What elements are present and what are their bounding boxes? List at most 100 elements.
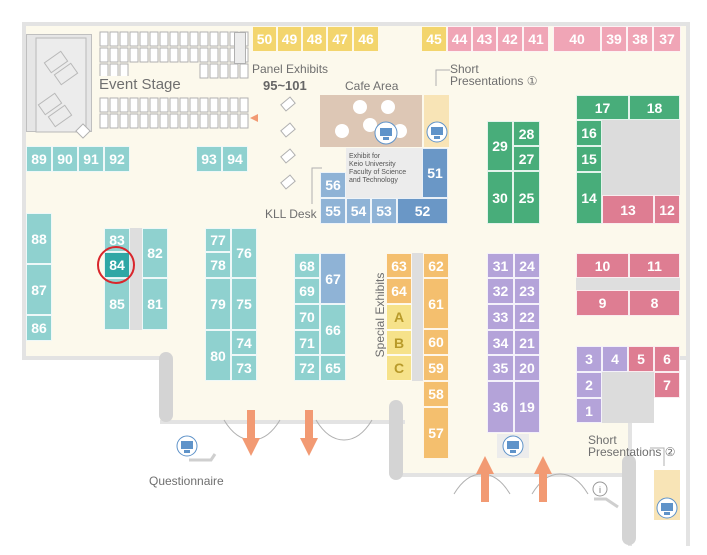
lower-corridor [160,356,405,424]
booth-36[interactable]: 36 [487,381,514,433]
booth-78[interactable]: 78 [205,252,231,278]
booth-12[interactable]: 12 [654,195,680,224]
booth-66[interactable]: 66 [320,304,346,355]
booth-54[interactable]: 54 [346,198,371,224]
booth-25[interactable]: 25 [513,171,540,224]
wall-right-bottom [628,356,632,546]
booth-40[interactable]: 40 [553,26,601,52]
booth-9[interactable]: 9 [576,290,629,316]
booth-37[interactable]: 37 [653,26,681,52]
booth-17[interactable]: 17 [576,95,629,120]
booth-29[interactable]: 29 [487,121,513,171]
booth-73[interactable]: 73 [231,355,257,381]
booth-65[interactable]: 65 [320,355,346,381]
booth-59[interactable]: 59 [423,355,449,381]
booth-2[interactable]: 2 [576,372,602,398]
panel-exhibits-range: 95~101 [263,78,307,93]
booth-31[interactable]: 31 [487,253,514,278]
booth-19[interactable]: 19 [514,381,540,433]
booth-53[interactable]: 53 [371,198,397,224]
booth-62[interactable]: 62 [423,253,449,278]
booth-1[interactable]: 1 [576,398,602,423]
booth-92[interactable]: 92 [104,146,130,172]
booth-13[interactable]: 13 [602,195,654,224]
booth-57[interactable]: 57 [423,407,449,459]
booth-47[interactable]: 47 [327,26,353,52]
booth-41[interactable]: 41 [523,26,549,52]
booth-6[interactable]: 6 [654,346,680,372]
booth-76[interactable]: 76 [231,228,257,278]
booth-45[interactable]: 45 [421,26,447,52]
booth-34[interactable]: 34 [487,330,514,355]
booth-21[interactable]: 21 [514,330,540,355]
booth-63[interactable]: 63 [386,253,412,278]
presentation-icon [426,121,448,143]
booth-C[interactable]: C [386,355,412,381]
booth-94[interactable]: 94 [222,146,248,172]
booth-14[interactable]: 14 [576,172,602,224]
booth-77[interactable]: 77 [205,228,231,252]
booth-79[interactable]: 79 [205,278,231,330]
booth-58[interactable]: 58 [423,381,449,407]
booth-23[interactable]: 23 [514,278,540,304]
booth-7[interactable]: 7 [654,372,680,398]
booth-48[interactable]: 48 [302,26,327,52]
booth-64[interactable]: 64 [386,278,412,304]
booth-86[interactable]: 86 [26,315,52,341]
booth-50[interactable]: 50 [252,26,277,52]
booth-27[interactable]: 27 [513,146,540,171]
booth-22[interactable]: 22 [514,304,540,330]
booth-75[interactable]: 75 [231,278,257,330]
booth-72[interactable]: 72 [294,355,320,381]
booth-24[interactable]: 24 [514,253,540,278]
booth-71[interactable]: 71 [294,330,320,355]
booth-93[interactable]: 93 [196,146,222,172]
booth-87[interactable]: 87 [26,264,52,315]
booth-33[interactable]: 33 [487,304,514,330]
booth-68[interactable]: 68 [294,253,320,278]
arrow-down-icon [242,410,260,456]
booth-20[interactable]: 20 [514,355,540,381]
booth-10[interactable]: 10 [576,253,629,278]
booth-88[interactable]: 88 [26,213,52,264]
booth-A[interactable]: A [386,304,412,330]
booth-44[interactable]: 44 [447,26,472,52]
booth-67[interactable]: 67 [320,253,346,304]
booth-80[interactable]: 80 [205,330,231,381]
booth-43[interactable]: 43 [472,26,497,52]
booth-42[interactable]: 42 [497,26,523,52]
booth-46[interactable]: 46 [353,26,379,52]
booth-70[interactable]: 70 [294,304,320,330]
booth-32[interactable]: 32 [487,278,514,304]
booth-82[interactable]: 82 [142,228,168,278]
booth-52[interactable]: 52 [397,198,448,224]
booth-8[interactable]: 8 [629,290,680,316]
booth-4[interactable]: 4 [602,346,628,372]
booth-28[interactable]: 28 [513,121,540,146]
booth-51[interactable]: 51 [422,148,448,198]
booth-85[interactable]: 85 [104,278,130,330]
booth-69[interactable]: 69 [294,278,320,304]
booth-39[interactable]: 39 [601,26,627,52]
booth-18[interactable]: 18 [629,95,680,120]
booth-38[interactable]: 38 [627,26,653,52]
booth-B[interactable]: B [386,330,412,355]
booth-55[interactable]: 55 [320,198,346,224]
booth-60[interactable]: 60 [423,329,449,355]
highlight-circle [97,246,135,284]
booth-11[interactable]: 11 [629,253,680,278]
booth-16[interactable]: 16 [576,120,602,146]
booth-91[interactable]: 91 [78,146,104,172]
booth-5[interactable]: 5 [628,346,654,372]
booth-74[interactable]: 74 [231,330,257,355]
booth-89[interactable]: 89 [26,146,52,172]
booth-35[interactable]: 35 [487,355,514,381]
booth-90[interactable]: 90 [52,146,78,172]
booth-61[interactable]: 61 [423,278,449,329]
booth-49[interactable]: 49 [277,26,302,52]
booth-30[interactable]: 30 [487,171,513,224]
booth-56[interactable]: 56 [320,172,346,198]
booth-81[interactable]: 81 [142,278,168,330]
booth-15[interactable]: 15 [576,146,602,172]
booth-3[interactable]: 3 [576,346,602,372]
